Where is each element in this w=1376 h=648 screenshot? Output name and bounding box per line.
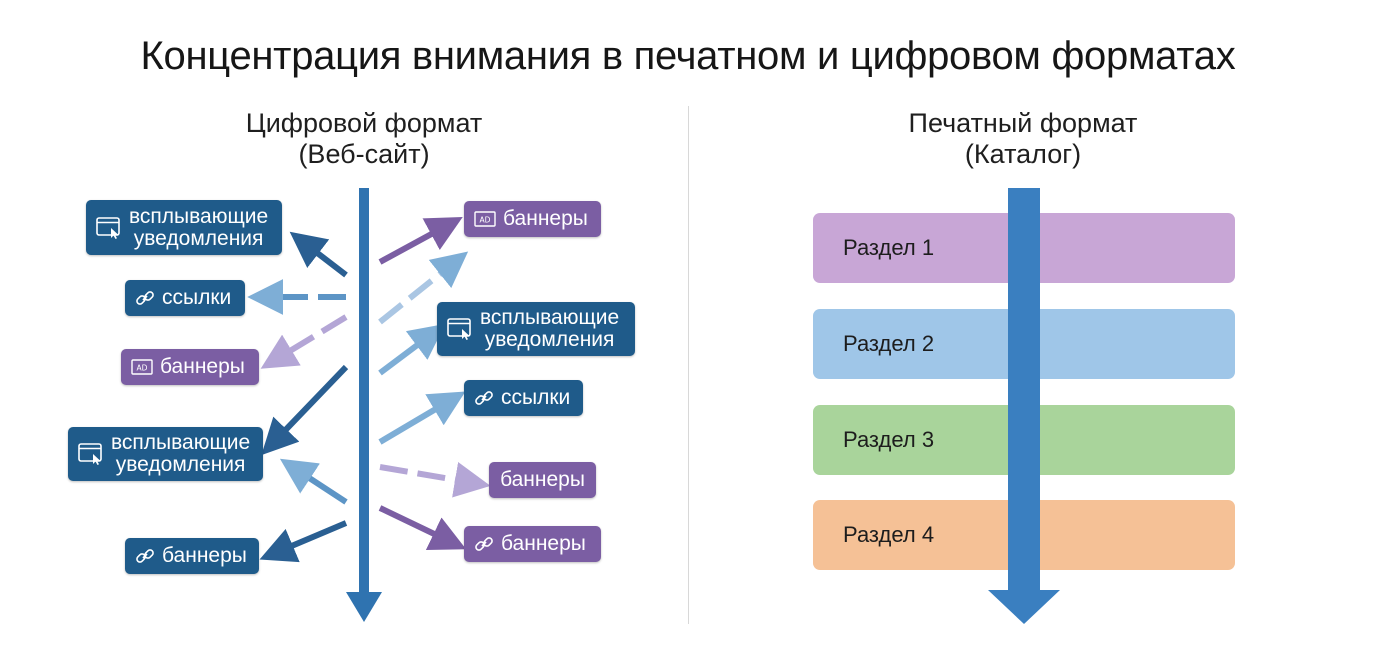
badge-right-banners-1: AD баннеры <box>464 201 601 237</box>
digital-heading: Цифровой формат (Веб-сайт) <box>214 108 514 170</box>
arrow-to-left-banners-2 <box>259 520 348 563</box>
section-label: Раздел 3 <box>843 427 935 452</box>
badge-label: баннеры <box>160 355 245 378</box>
catalog-section-2: Раздел 2 <box>813 309 1235 379</box>
section-label: Раздел 2 <box>843 331 935 356</box>
arrow-to-right-links <box>378 391 466 445</box>
catalog-section-1: Раздел 1 <box>813 213 1235 283</box>
browser-window-icon <box>447 317 473 341</box>
arrow-to-right-banners-1 <box>378 216 463 265</box>
ad-icon: AD <box>131 358 153 376</box>
link-icon <box>474 534 494 554</box>
badge-label: баннеры <box>503 207 588 230</box>
badge-label: баннеры <box>162 544 247 567</box>
arrow-to-right-notifications <box>378 323 446 376</box>
link-icon <box>135 288 155 308</box>
arrow-to-left-notifications-1 <box>289 231 348 278</box>
print-heading-line2: (Каталог) <box>964 139 1082 169</box>
badge-right-banners-2: баннеры <box>489 462 596 498</box>
browser-window-icon <box>96 216 122 240</box>
arrow-to-left-notifications-2 <box>261 364 349 456</box>
print-heading-line1: Печатный формат <box>908 108 1138 138</box>
print-heading: Печатный формат (Каталог) <box>873 108 1173 170</box>
badge-label: ссылки <box>501 386 571 409</box>
digital-flow-arrow-shaft <box>359 188 369 598</box>
svg-text:AD: AD <box>137 364 148 373</box>
badge-left-banners-2: баннеры <box>125 538 259 574</box>
badge-label: ссылки <box>162 286 232 309</box>
catalog-section-4: Раздел 4 <box>813 500 1235 570</box>
ad-icon: AD <box>474 210 496 228</box>
badge-left-banners-1: AD баннеры <box>121 349 259 385</box>
arrow-to-right-banners-2 <box>379 462 491 498</box>
section-label: Раздел 1 <box>843 235 935 260</box>
digital-heading-line1: Цифровой формат <box>245 108 483 138</box>
link-icon <box>135 546 155 566</box>
arrow-to-right-banners-3 <box>378 505 467 550</box>
badge-label: баннеры <box>501 532 586 555</box>
digital-flow-arrow-head <box>346 592 382 622</box>
arrow-to-left-highlight <box>279 458 348 505</box>
arrow-to-left-banners-1 <box>260 314 348 369</box>
section-label: Раздел 4 <box>843 522 935 547</box>
badge-label: баннеры <box>500 468 585 491</box>
badge-right-links: ссылки <box>464 380 583 416</box>
browser-window-icon <box>78 442 104 466</box>
badge-left-links: ссылки <box>125 280 245 316</box>
badge-right-banners-3: баннеры <box>464 526 601 562</box>
column-divider <box>688 106 689 624</box>
catalog-section-3: Раздел 3 <box>813 405 1235 475</box>
print-flow-arrow-head <box>988 590 1060 624</box>
svg-text:AD: AD <box>480 216 491 225</box>
link-icon <box>474 388 494 408</box>
page-title: Концентрация внимания в печатном и цифро… <box>140 34 1236 78</box>
digital-heading-line2: (Веб-сайт) <box>298 139 430 169</box>
